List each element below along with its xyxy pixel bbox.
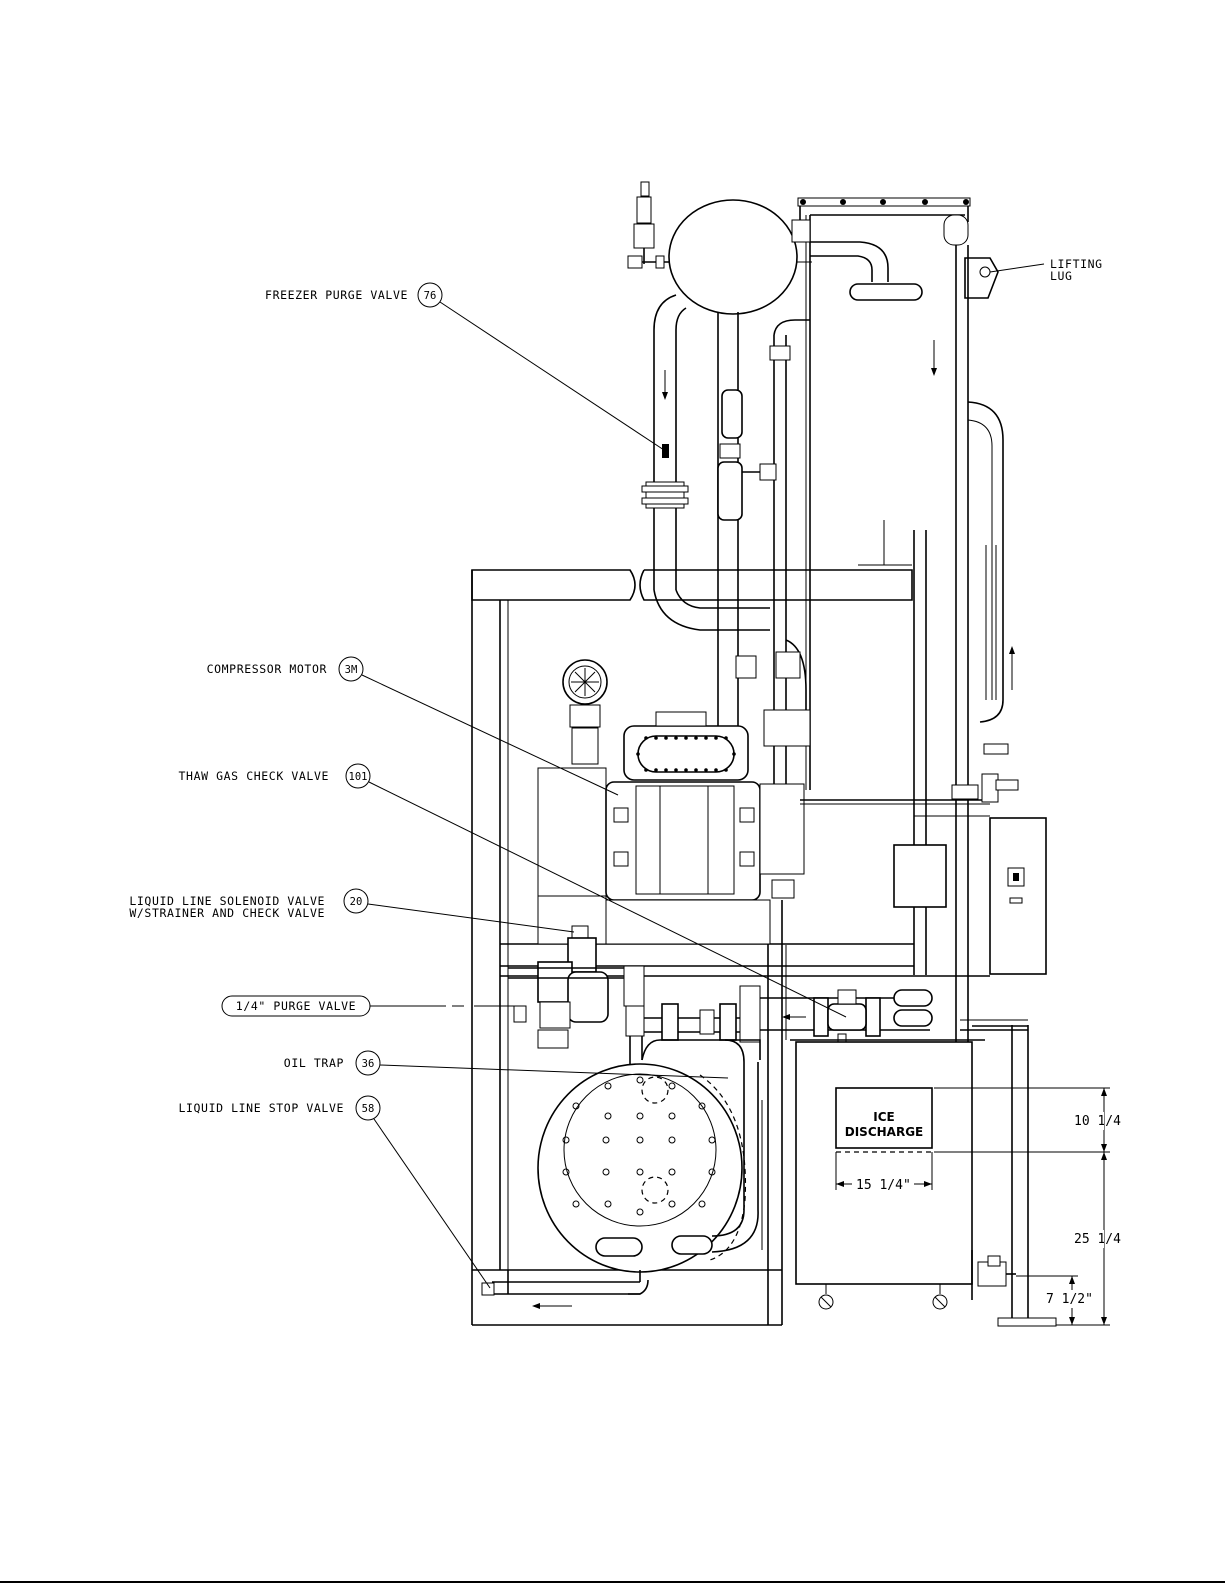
relief-valve-assembly <box>628 182 670 268</box>
bottom-liquid-line <box>482 1270 648 1309</box>
callout-liquid-line-solenoid-valve: LIQUID LINE SOLENOID VALVE W/STRAINER AN… <box>129 889 574 932</box>
receiver-vessel <box>658 200 812 314</box>
callout-label: THAW GAS CHECK VALVE <box>179 769 329 783</box>
callout-liquid-line-stop-valve: LIQUID LINE STOP VALVE 58 <box>178 1096 490 1288</box>
ice-bin: ICE DISCHARGE <box>796 1025 1056 1326</box>
callout-freezer-purge-valve: FREEZER PURGE VALVE 76 <box>265 283 664 450</box>
callout-number: 20 <box>350 896 363 908</box>
callout-label-2: W/STRAINER AND CHECK VALVE <box>129 906 325 920</box>
callout-label: 1/4" PURGE VALVE <box>236 999 356 1013</box>
compressor-assembly <box>538 660 804 944</box>
callout-label: LIQUID LINE STOP VALVE <box>178 1101 344 1115</box>
casters <box>819 1284 947 1309</box>
callout-quarter-purge-valve: 1/4" PURGE VALVE <box>222 996 520 1016</box>
ice-discharge-text-1: ICE <box>873 1110 894 1124</box>
callout-label: OIL TRAP <box>284 1056 344 1070</box>
lifting-lug-text-2: LUG <box>1050 269 1073 283</box>
ice-discharge-text-2: DISCHARGE <box>845 1125 924 1139</box>
callout-number: 101 <box>349 771 368 783</box>
opening-height-dim: 10 1/4 <box>1074 1114 1121 1129</box>
callout-number: 58 <box>362 1103 375 1115</box>
callout-label: COMPRESSOR MOTOR <box>207 662 327 676</box>
lifting-lug-callout: LIFTING LUG <box>990 257 1103 283</box>
callout-number: 76 <box>424 290 437 302</box>
control-panel <box>800 744 1046 974</box>
base-height-dim: 7 1/2" <box>1046 1292 1093 1307</box>
callout-number: 36 <box>362 1058 375 1070</box>
vertical-return-pipe <box>935 215 1015 1142</box>
discharge-height-dim: 25 1/4 <box>1074 1232 1121 1247</box>
opening-width-dim: 15 1/4" <box>856 1178 911 1193</box>
callout-number: 3M <box>345 664 358 676</box>
callout-label: FREEZER PURGE VALVE <box>265 288 408 302</box>
